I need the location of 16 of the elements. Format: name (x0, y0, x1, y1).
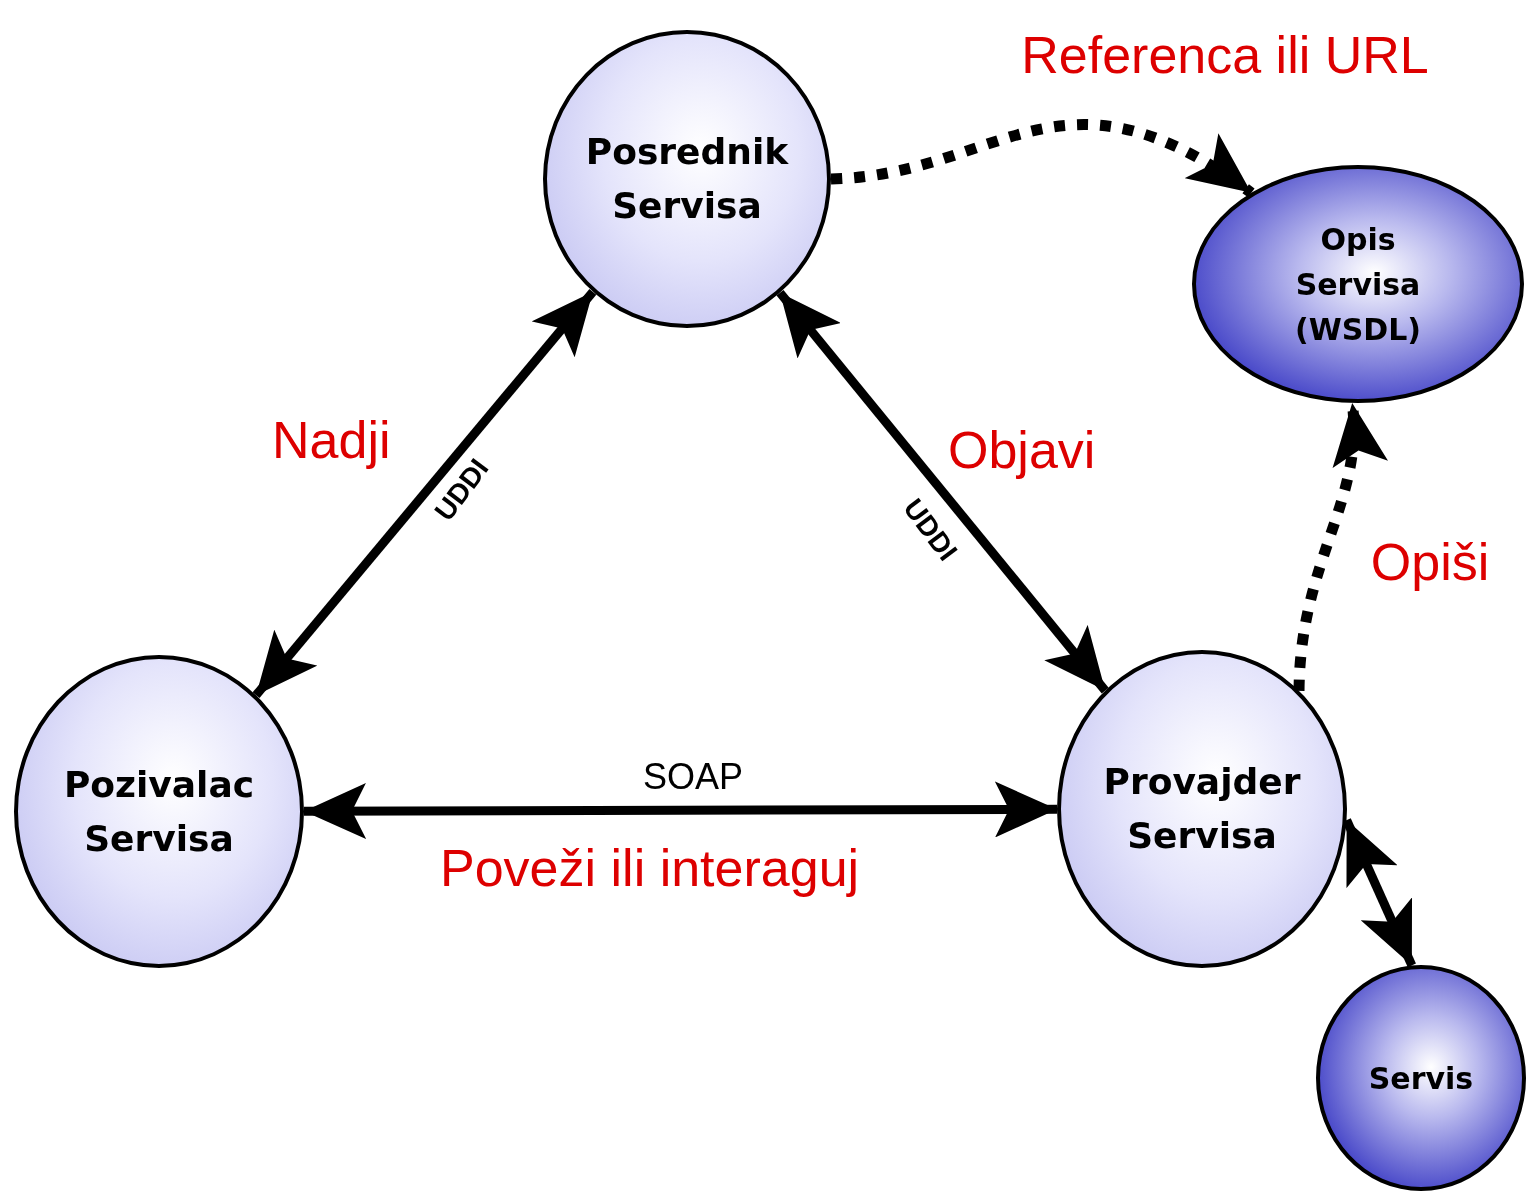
action-label: Objavi (948, 420, 1096, 480)
action-label: Nadji (272, 410, 391, 470)
node-label: Servis (1367, 1059, 1475, 1098)
node-label: Provajder Servisa (1102, 760, 1302, 858)
action-label: Poveži ili interaguj (440, 838, 860, 898)
arrow (776, 289, 1109, 694)
node-label: Posrednik Servisa (584, 130, 790, 228)
node-label: Opis Servisa (WSDL) (1293, 220, 1423, 349)
edge-label: Opiši (1370, 532, 1490, 592)
node-label: Pozivalac Servisa (62, 762, 256, 861)
arrow (252, 288, 597, 699)
dotted-arrow (830, 119, 1255, 198)
edge-label: SOAP (643, 756, 743, 798)
arrow (304, 781, 1057, 839)
edge-label: Referenca ili URL (1021, 25, 1429, 85)
dotted-arrow (1293, 402, 1385, 692)
